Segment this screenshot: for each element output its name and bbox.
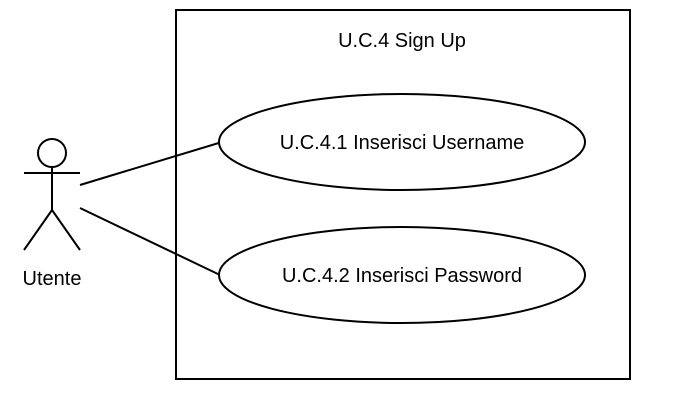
use-case-inserisci-username: U.C.4.1 Inserisci Username [218, 93, 586, 191]
use-case-ellipse [218, 226, 586, 324]
association-line-password [79, 207, 221, 276]
actor-utente: Utente [23, 138, 82, 290]
stick-figure-actor-icon [23, 138, 81, 251]
use-case-inserisci-password: U.C.4.2 Inserisci Password [218, 226, 586, 324]
use-case-ellipse [218, 93, 586, 191]
actor-head [37, 138, 67, 168]
system-title: U.C.4 Sign Up [338, 30, 466, 52]
use-case-label: U.C.4.2 Inserisci Password [282, 265, 522, 287]
actor-right-leg [51, 209, 81, 251]
actor-left-leg [23, 209, 53, 251]
use-case-label: U.C.4.1 Inserisci Username [280, 132, 525, 154]
association-line-username [79, 141, 223, 186]
actor-label: Utente [23, 268, 82, 290]
